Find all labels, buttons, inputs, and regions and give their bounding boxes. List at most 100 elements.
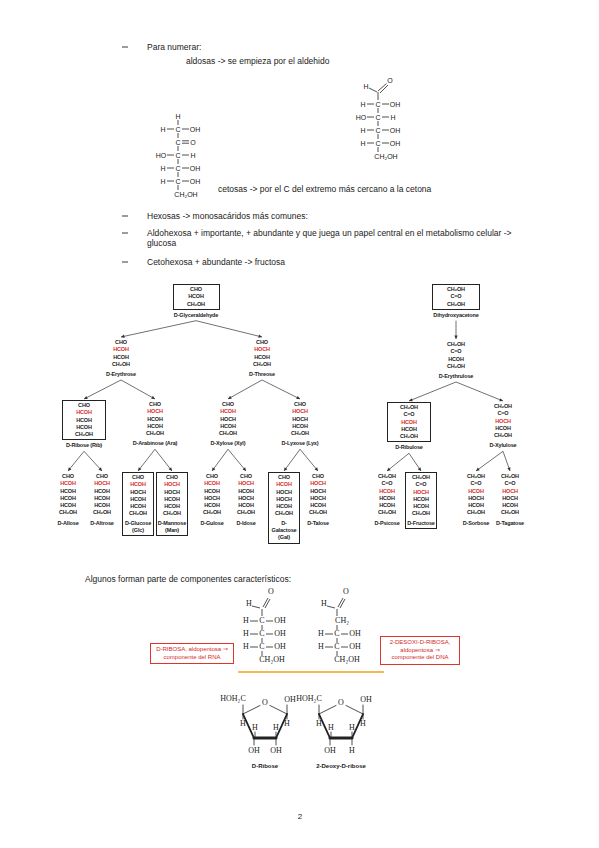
formula-frame: CHOHOCHHOCHHOCHHCOHCH₂OH bbox=[302, 472, 334, 518]
formula-row: CH₂OH bbox=[275, 430, 325, 437]
atom-label: CH₂ bbox=[335, 617, 349, 625]
note-text: Aldohexosa + importante, + abundante y q… bbox=[147, 228, 517, 248]
tree-arrow-line bbox=[409, 453, 421, 471]
note-text: cetosas -> por el C del extremo más cerc… bbox=[218, 184, 431, 194]
atom-label: C bbox=[334, 643, 339, 651]
sugar-name: D-Psicose bbox=[371, 520, 403, 527]
formula-row: CHO bbox=[203, 401, 253, 408]
sugar-structure: CH₂OHC=OCH₂OHDihydroxyacetone bbox=[432, 284, 480, 319]
separator-line bbox=[238, 671, 384, 673]
atom-label: C bbox=[334, 630, 339, 638]
sugar-name: D-Xylulose bbox=[481, 442, 525, 449]
formula-row: C=O bbox=[494, 480, 526, 487]
formula-row: CHO bbox=[127, 401, 183, 408]
formula-row: CH₂OH bbox=[460, 473, 492, 480]
atom-label: C bbox=[375, 114, 380, 121]
atom-label: H bbox=[284, 720, 290, 728]
formula-row: HCOH bbox=[52, 495, 84, 502]
formula-row: CH₂OH bbox=[494, 509, 526, 516]
sugar-structure: CHOHOCHHOCHHCOHCH₂OHD-Lyxose (Lyx) bbox=[275, 400, 325, 448]
formula-frame: CHOHOCHHCOHHCOHHCOHCH₂OH bbox=[86, 472, 118, 518]
formula-row: C=O bbox=[388, 411, 430, 418]
atom-label: HOH₂C bbox=[220, 695, 245, 703]
formula-row: C=O bbox=[460, 480, 492, 487]
formula-row: CH₂OH bbox=[460, 509, 492, 516]
atom-label: OH bbox=[349, 630, 361, 638]
sugar-structure: CH₂OHC=OHCOHCH₂OHD-Erythrulose bbox=[434, 340, 478, 380]
formula-frame: CHOHCOHHCOHCH₂OH bbox=[104, 338, 138, 369]
sugar-structure: CHOHOCHHCOHHOCHHCOHCH₂OHD-Idose bbox=[230, 472, 262, 527]
sugar-name: D-Idose bbox=[230, 520, 262, 527]
formula-row: HCOH bbox=[52, 488, 84, 495]
haworth-ring bbox=[243, 705, 287, 745]
formula-row: CHO bbox=[269, 474, 299, 481]
formula-row: HOCH bbox=[230, 480, 262, 487]
formula-row: CH₂OH bbox=[434, 363, 478, 370]
sugar-structure: CH₂OHC=OHCOHHCOHHCOHCH₂OHD-Psicose bbox=[371, 472, 403, 527]
atom-label: H bbox=[349, 724, 355, 732]
sugar-name: D-Fructose bbox=[406, 520, 436, 527]
note-text: Cetohexosa + abundante -> fructosa bbox=[147, 257, 285, 267]
atom-label: C bbox=[259, 617, 264, 625]
formula-row: HCOH bbox=[406, 496, 436, 503]
haworth-ring bbox=[319, 705, 363, 745]
formula-row: HCOH bbox=[63, 424, 105, 431]
atom-label: H bbox=[273, 724, 279, 732]
formula-row: HCOH bbox=[127, 423, 183, 430]
formula-row: CH₂OH bbox=[371, 509, 403, 516]
tree-arrow bbox=[138, 449, 155, 471]
formula-row: HCOH bbox=[86, 502, 118, 509]
formula-row: HCOH bbox=[157, 496, 187, 503]
sugar-structure: CHOHOCHHCOHHCOHCH₂OHD-Arabinose (Ara) bbox=[127, 400, 183, 448]
atom-label: C bbox=[259, 643, 264, 651]
formula-row: CH₂OH bbox=[203, 430, 253, 437]
tree-arrow bbox=[262, 380, 300, 399]
formula-row: HCOH bbox=[196, 502, 228, 509]
tree-arrow bbox=[503, 451, 510, 471]
formula-row: CHO bbox=[104, 339, 138, 346]
tree-arrow bbox=[300, 449, 318, 471]
formula-row: HOCH bbox=[86, 480, 118, 487]
haworth-ring bbox=[243, 714, 287, 738]
tree-arrow-line bbox=[155, 449, 172, 471]
sugar-name: D-Mannose (Man) bbox=[157, 520, 187, 535]
formula-row: HCOH bbox=[52, 502, 84, 509]
atom-label: CH₂OH bbox=[374, 153, 397, 160]
atom-label: H bbox=[318, 630, 324, 638]
formula-row: C=O bbox=[406, 481, 436, 488]
arrow-head bbox=[243, 467, 246, 471]
formula-row: HCOH bbox=[434, 356, 478, 363]
tree-arrow-line bbox=[284, 449, 300, 471]
formula-row: HOCH bbox=[275, 408, 325, 415]
atom-label: OH bbox=[274, 643, 286, 651]
atom-label: H bbox=[360, 720, 366, 728]
formula-row: HCOH bbox=[245, 354, 279, 361]
formula-row: CH₂OH bbox=[481, 432, 525, 439]
atom-label: H bbox=[318, 643, 324, 651]
tree-arrow bbox=[387, 453, 409, 471]
atom-label: H bbox=[243, 643, 249, 651]
atom-label: OH bbox=[190, 165, 201, 172]
formula-frame: CHOHOCHHOCHHCOHHCOHCH₂OHD-Mannose (Man) bbox=[156, 472, 188, 536]
sugar-name: D-Sorbose bbox=[460, 520, 492, 527]
formula-row: HCOH bbox=[63, 409, 105, 416]
atom-label: OH bbox=[190, 178, 201, 185]
haworth-ring bbox=[254, 737, 276, 740]
formula-row: HCOH bbox=[388, 426, 430, 433]
atom-label: C bbox=[375, 101, 380, 108]
tree-arrow bbox=[121, 380, 155, 399]
formula-row: HCOH bbox=[123, 503, 153, 510]
fischer-bonds bbox=[167, 84, 389, 657]
tree-arrow bbox=[476, 451, 503, 471]
atom-label: C bbox=[375, 127, 380, 134]
formula-row: HCOH bbox=[157, 503, 187, 510]
atom-label: H bbox=[246, 600, 252, 608]
formula-row: CH₂OH bbox=[388, 433, 430, 440]
sugar-structure: CH₂OHC=OHOCHHCOHCH₂OHD-Xylulose bbox=[481, 402, 525, 450]
sugar-name: D-Threose bbox=[245, 371, 279, 378]
callout-text: D-RIBOSA, aldopentosa ⇒ componente del R… bbox=[154, 646, 230, 661]
sugar-structure: CHOHCOHHCOHHOCHHCOHCH₂OHD-Gulose bbox=[196, 472, 228, 527]
tree-arrow bbox=[84, 380, 121, 399]
formula-row: HCOH bbox=[104, 346, 138, 353]
formula-row: HCOH bbox=[63, 417, 105, 424]
